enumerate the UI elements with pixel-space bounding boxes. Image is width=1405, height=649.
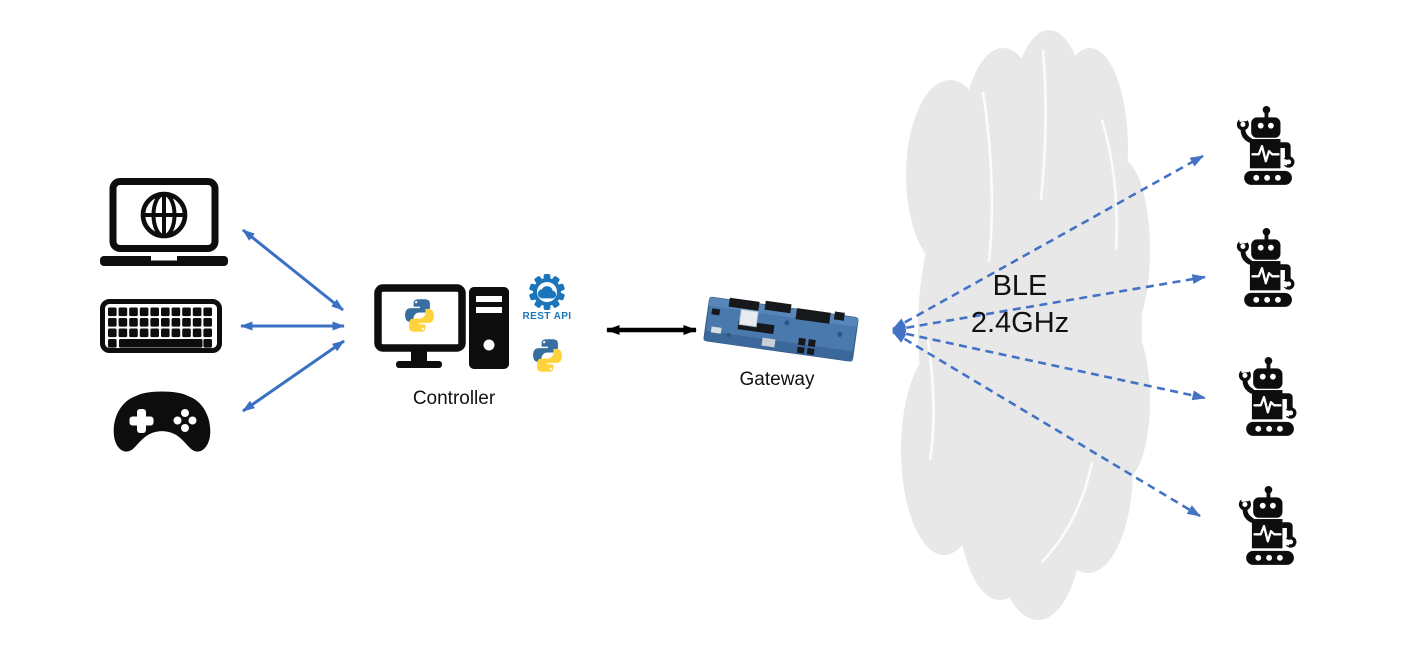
desktop-computer-icon <box>374 284 509 369</box>
arrow-laptop-controller <box>242 228 344 312</box>
gateway-robot-arrows <box>892 154 1206 518</box>
keyboard-icon <box>100 299 222 353</box>
gamepad-icon <box>113 391 211 452</box>
gateway-label: Gateway <box>739 369 815 390</box>
robot-icon-3 <box>1237 355 1298 438</box>
robot-icon-1 <box>1235 104 1296 187</box>
client-controller-arrows <box>240 228 345 413</box>
controller-label: Controller <box>412 388 496 409</box>
ble-frequency-text: 2.4GHz <box>970 307 1070 339</box>
python-logo <box>533 339 562 372</box>
arrow-gateway-robot-4 <box>892 330 1201 518</box>
rest-api-gear-icon <box>529 274 565 310</box>
rest-api-label: REST API <box>522 311 572 322</box>
blue-dev-board-photo <box>703 296 859 362</box>
laptop-globe-icon <box>100 178 228 266</box>
arrow-gateway-robot-2 <box>892 274 1206 333</box>
robot-icon-2 <box>1235 226 1296 309</box>
robot-icon-4 <box>1237 484 1298 567</box>
ble-protocol-text: BLE <box>992 270 1048 302</box>
arrow-gamepad-controller <box>242 339 345 413</box>
ble-frequency-label: BLE 2.4GHz <box>940 268 1100 342</box>
